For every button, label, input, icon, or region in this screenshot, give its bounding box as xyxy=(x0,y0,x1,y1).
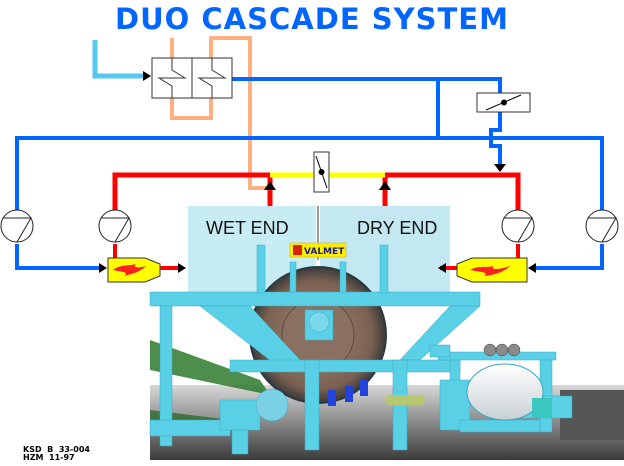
doc-code-line-1: KSD B 33-004 xyxy=(23,445,90,454)
circulation-fans xyxy=(0,209,619,243)
valmet-badge: VALMET xyxy=(289,242,347,258)
supply-line-top xyxy=(232,77,440,137)
spool-rolls xyxy=(483,343,521,357)
dry-end-label: DRY END xyxy=(357,218,437,238)
arrow-dry-end-up xyxy=(379,181,391,190)
fan-left-inner[interactable] xyxy=(98,209,132,243)
document-code: KSD B 33-004 HZM 11-97 xyxy=(23,446,90,462)
arrow-wet-end-up xyxy=(264,181,276,190)
valmet-logo-icon xyxy=(293,245,302,255)
burner-left[interactable] xyxy=(107,257,161,283)
piping xyxy=(15,36,604,270)
fan-right-inner[interactable] xyxy=(501,209,535,243)
flame-icon xyxy=(113,264,146,276)
arrow-left-hood-in xyxy=(178,263,186,273)
hot-air-dry-end xyxy=(382,172,521,212)
doctor-blade xyxy=(360,380,368,396)
paper-reel xyxy=(466,363,544,421)
doctor-blade xyxy=(328,390,336,406)
flame-icon xyxy=(470,266,510,276)
damper-crossover[interactable] xyxy=(313,151,330,193)
damper-top-right[interactable] xyxy=(476,92,531,113)
doc-code-line-2: HZM 11-97 xyxy=(23,453,75,462)
brand-label: VALMET xyxy=(304,247,345,257)
fan-left-outer-return xyxy=(15,244,100,270)
arrow-right-hood-in xyxy=(438,263,446,273)
page-title: DUO CASCADE SYSTEM xyxy=(115,2,509,36)
reel-arm xyxy=(532,398,552,418)
arrow-cold-inlet xyxy=(143,71,151,81)
heat-exchanger-symbol xyxy=(157,58,187,98)
arrow-right-burner-in xyxy=(528,263,536,273)
flow-arrows xyxy=(99,71,536,273)
doctor-blade xyxy=(345,386,353,402)
heat-exchanger-symbol xyxy=(197,58,227,98)
fan-right-outer[interactable] xyxy=(585,209,619,243)
arrow-zigzag-down xyxy=(494,164,506,172)
felt xyxy=(150,340,270,395)
exhaust-line-loop xyxy=(170,36,270,190)
fan-right-outer-return xyxy=(535,244,604,270)
heat-exchanger-unit[interactable] xyxy=(151,57,233,99)
supply-line-main xyxy=(15,136,604,232)
press-roll xyxy=(385,395,425,405)
wet-end-label: WET END xyxy=(206,218,289,238)
supply-line-zigzag xyxy=(489,112,502,165)
hot-air-wet-end xyxy=(112,172,273,212)
arrow-left-burner-in xyxy=(99,263,107,273)
cold-water-inlet-line xyxy=(92,40,144,79)
paper-machine-illustration xyxy=(149,206,624,460)
burner-right[interactable] xyxy=(456,257,528,283)
fan-left-outer[interactable] xyxy=(0,209,34,243)
